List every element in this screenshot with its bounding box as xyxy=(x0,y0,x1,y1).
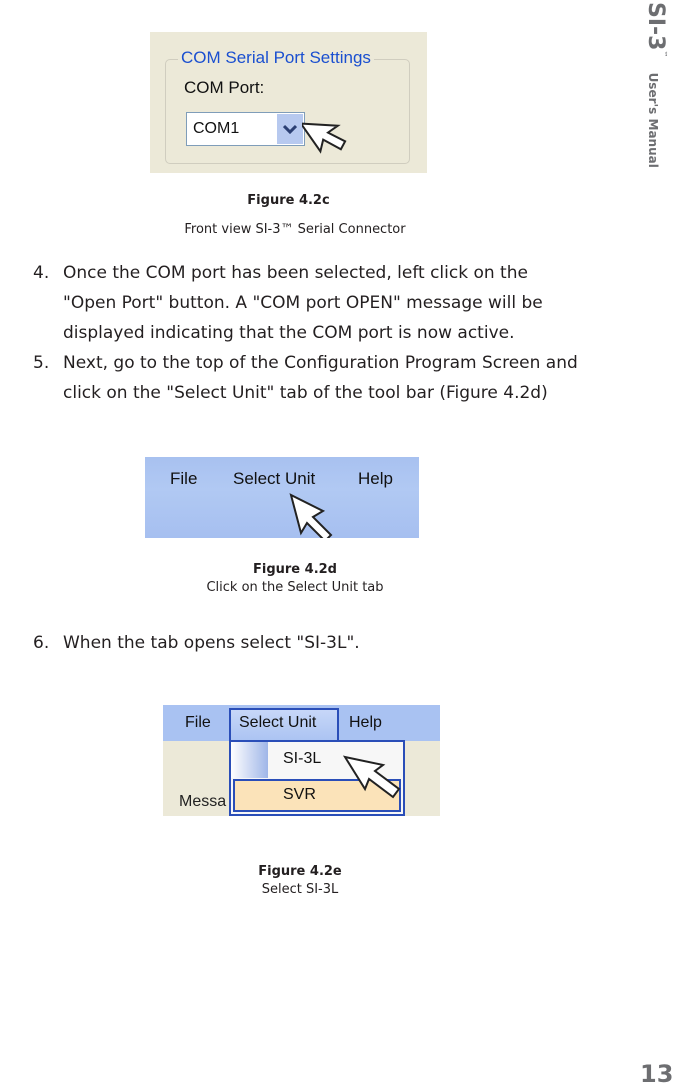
step-4-text: Once the COM port has been selected, lef… xyxy=(63,263,543,343)
mouse-cursor-icon xyxy=(302,122,347,154)
product-name: SI-3 xyxy=(643,2,668,51)
figure-c-title: Figure 4.2c xyxy=(247,193,330,208)
menu-file[interactable]: File xyxy=(185,714,211,731)
figure-d-title: Figure 4.2d xyxy=(253,562,337,577)
message-label-partial: Messa xyxy=(179,793,227,810)
menu-help[interactable]: Help xyxy=(349,714,382,731)
step-number: 4. xyxy=(33,263,50,283)
com-port-select[interactable]: COM1 xyxy=(186,112,305,146)
step-6-number: 6. xyxy=(33,633,50,653)
figure-com-port-settings: COM Serial Port Settings COM Port: COM1 xyxy=(150,32,427,173)
dropdown-item-svr-label: SVR xyxy=(283,786,316,803)
dropdown-item-svr[interactable]: SVR xyxy=(233,779,401,812)
figure-menu-bar: File Select Unit Help xyxy=(145,457,419,538)
menu-icon-gutter xyxy=(231,742,268,778)
menu-select-unit[interactable]: Select Unit xyxy=(233,469,316,488)
manual-title: User's Manual xyxy=(646,72,660,168)
menu-select-unit-active[interactable] xyxy=(229,708,339,743)
dropdown-item-si-3l[interactable]: SI-3L xyxy=(283,750,322,767)
dropdown-button[interactable] xyxy=(277,114,303,144)
figure-select-unit-dropdown: File Select Unit Help Messa SI-3L SVR xyxy=(163,705,440,816)
com-port-label: COM Port: xyxy=(184,78,265,97)
figure-d-caption: Click on the Select Unit tab xyxy=(206,580,384,595)
figure-c-caption: Front view SI-3™ Serial Connector xyxy=(184,222,406,237)
chevron-down-icon xyxy=(283,124,297,134)
menu-help[interactable]: Help xyxy=(358,469,393,488)
menu-file[interactable]: File xyxy=(170,469,198,488)
figure-e-title: Figure 4.2e xyxy=(258,864,342,879)
group-title: COM Serial Port Settings xyxy=(178,48,374,68)
trademark: ™ xyxy=(660,50,668,58)
step-5-text: Next, go to the top of the Configuration… xyxy=(63,353,578,403)
running-header: SI-3™ User's Manual xyxy=(640,0,674,168)
step-5-number: 5. xyxy=(33,353,50,373)
mouse-cursor-icon xyxy=(289,493,333,538)
figure-e-caption: Select SI-3L xyxy=(261,882,339,897)
page-number: 13 xyxy=(640,1060,674,1088)
com-port-value: COM1 xyxy=(193,120,240,137)
menu-select-unit[interactable]: Select Unit xyxy=(239,714,317,731)
mouse-cursor-icon xyxy=(343,755,401,799)
step-6-text: When the tab opens select "SI-3L". xyxy=(63,633,360,653)
